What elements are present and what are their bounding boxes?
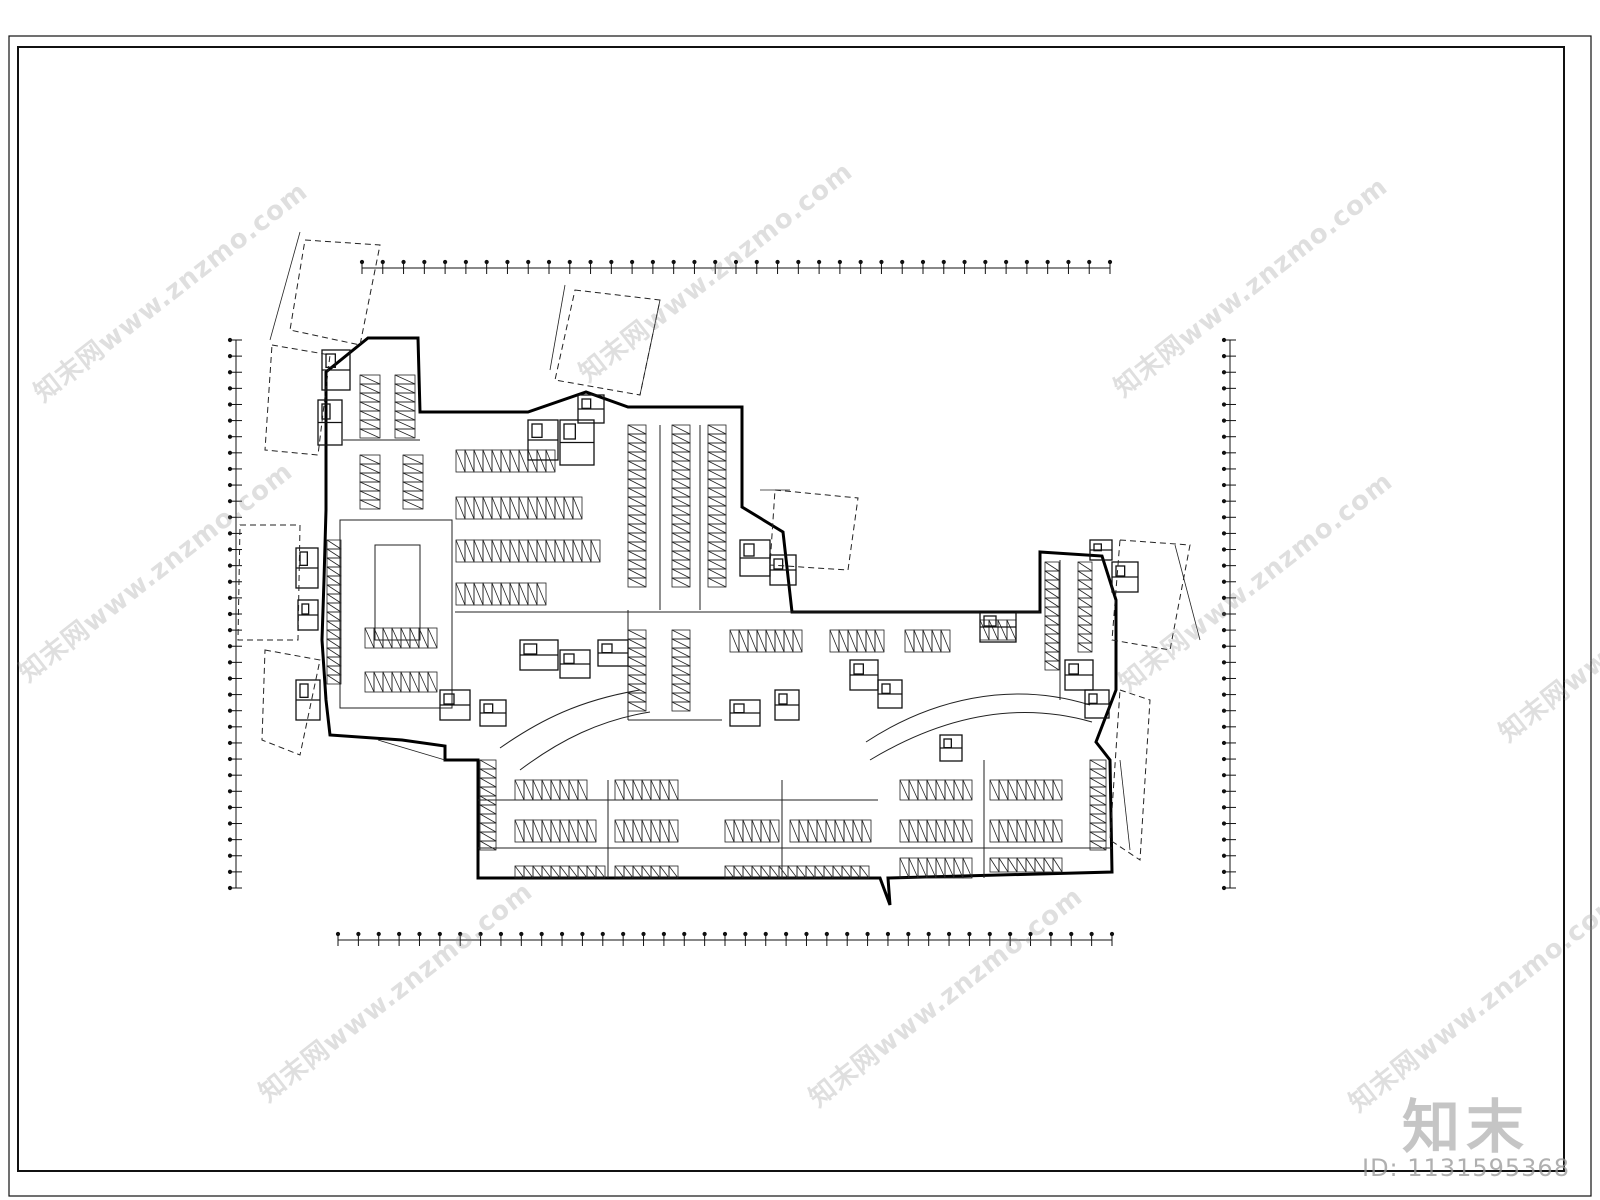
parking-stall-rows (326, 374, 1107, 879)
garage-outline (320, 336, 1118, 906)
inner-drawing-frame (17, 46, 1565, 1172)
residential-footprints (237, 239, 1191, 861)
building-cores (295, 349, 1139, 762)
axis-grid-rulers (227, 259, 1236, 946)
brand-logo: 知末 (1402, 1093, 1531, 1161)
outer-sheet-border (8, 35, 1592, 1197)
dimension-leaders (269, 231, 1201, 851)
brand-id-label: ID: 1131595368 (1362, 1154, 1570, 1182)
drive-aisles (339, 425, 1112, 878)
